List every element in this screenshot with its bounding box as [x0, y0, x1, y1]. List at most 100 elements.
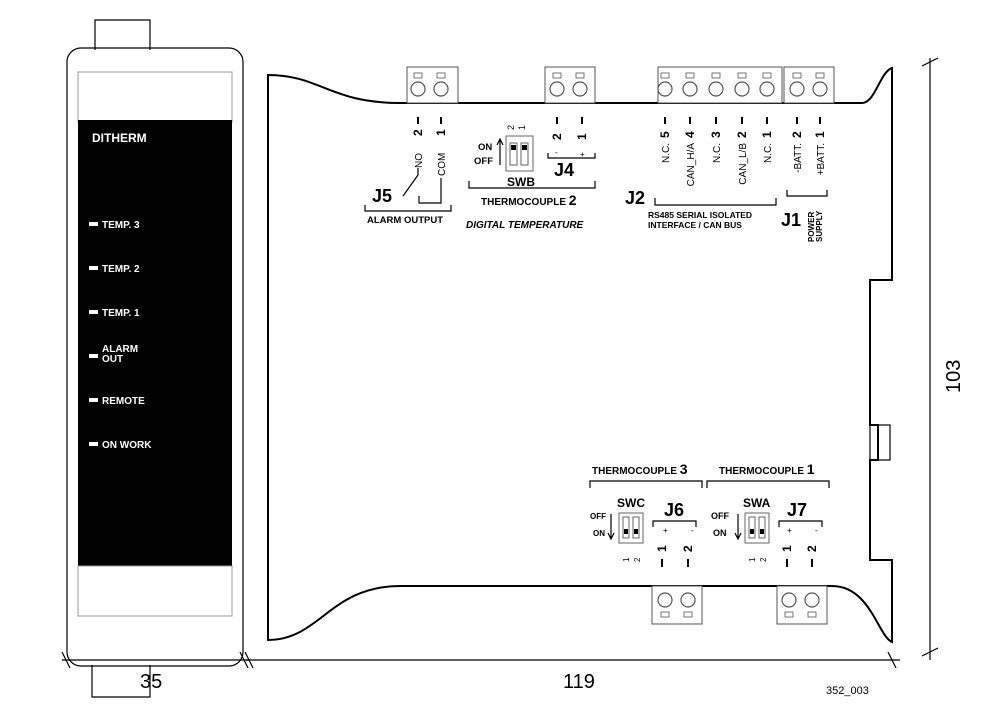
swc-id: SWC [617, 496, 645, 510]
j4-pin2-polarity: - [555, 148, 558, 157]
j2-pin-label: CAN_L/B [738, 143, 749, 185]
swc-pos-2: 2 [633, 557, 642, 562]
j2-pin-label: N.C. [712, 143, 723, 163]
swb-on-label: ON [478, 142, 492, 153]
connector-block-j7 [776, 585, 828, 625]
thermocouple3-label: THERMOCOUPLE 3 [592, 461, 688, 477]
j6-pin1-number: 1 [655, 545, 669, 552]
j6-pin2-number: 2 [681, 545, 695, 552]
led-temp2-icon [89, 266, 98, 270]
j1-caption-line1: POWER [807, 212, 816, 242]
j7-pin2-polarity: - [815, 526, 818, 535]
front-label-panel [78, 120, 232, 566]
j5-alarm-output: 2 1 NO COM J5 ALARM OUTPUT [364, 117, 452, 226]
digital-temperature-label: DIGITAL TEMPERATURE [466, 220, 584, 231]
swb-toggle-2[interactable] [511, 145, 516, 150]
swb-toggle-1[interactable] [522, 145, 527, 150]
j4-id: J4 [554, 160, 574, 180]
j7-pin1-polarity: + [787, 526, 792, 535]
figure-code: 352_003 [826, 685, 869, 697]
arrow-down-icon [607, 514, 615, 541]
led-label-temp2: TEMP. 2 [102, 264, 140, 275]
front-panel-housing [66, 47, 244, 667]
j5-id: J5 [372, 186, 392, 206]
swc-on-label: ON [593, 529, 605, 538]
dimension-width-front: 35 [140, 671, 162, 693]
led-label-onwork: ON WORK [102, 440, 152, 451]
j5-pin2-number: 2 [411, 129, 425, 136]
j4-thermocouple2: 2 1 - + J4 THERMOCOUPLE 2 DIGITAL TEMPER… [466, 117, 596, 231]
j1-caption-line2: SUPPLY [815, 210, 824, 242]
j6-id: J6 [664, 500, 684, 520]
led-label-alarm-line1: ALARM [102, 344, 138, 355]
j2-pin-number: 4 [683, 131, 697, 138]
connector-block-j2 [657, 66, 783, 104]
swa-pos-2: 2 [759, 557, 768, 562]
j4-pin2-number: 2 [550, 133, 564, 140]
swc-toggle-1[interactable] [624, 529, 628, 534]
j6-pin2-polarity: - [691, 526, 694, 535]
led-temp3-icon [89, 222, 98, 226]
led-label-remote: REMOTE [102, 396, 145, 407]
led-alarm-icon [89, 354, 98, 358]
bottom-window [77, 565, 233, 617]
swa-pos-1: 1 [748, 557, 757, 562]
j2-pin-number: 2 [735, 131, 749, 138]
swa-off-label: OFF [711, 511, 729, 521]
j2-caption-line1: RS485 SERIAL ISOLATED [648, 210, 752, 220]
led-onwork-icon [89, 442, 98, 446]
j1-pin-label: +BATT. [816, 143, 827, 175]
j1-id: J1 [781, 210, 801, 230]
j7-pin1-number: 1 [780, 545, 794, 552]
thermocouple1-label: THERMOCOUPLE 1 [719, 461, 815, 477]
relay-contact-icon [402, 168, 419, 197]
swc-off-label: OFF [590, 512, 606, 521]
dimension-lines: 35 119 103 352_003 [61, 57, 965, 697]
led-label-temp3: TEMP. 3 [102, 220, 140, 231]
module-body-outline [267, 66, 893, 644]
bottom-clip [91, 665, 151, 698]
led-label-alarm-line2: OUT [102, 354, 123, 365]
connector-block-j5 [406, 66, 459, 104]
connector-block-j4 [544, 66, 596, 104]
j7-pin2-number: 2 [805, 545, 819, 552]
dimension-width-side: 119 [563, 671, 595, 693]
thermocouple2-label: THERMOCOUPLE 2 [481, 192, 577, 208]
connector-block-j6 [651, 585, 703, 625]
thermocouple3-group: THERMOCOUPLE 3 SWC OFF ON 1 2 J6 + - 1 2 [589, 461, 703, 567]
j4-pin1-number: 1 [575, 133, 589, 140]
led-label-temp1: TEMP. 1 [102, 308, 140, 319]
j2-pin-label: N.C. [763, 143, 774, 163]
swc-toggle-2[interactable] [634, 529, 638, 534]
swb-dip-switch: 2 1 ON OFF SWB [474, 125, 535, 189]
swa-toggle-2[interactable] [760, 529, 764, 534]
swb-off-label: OFF [474, 156, 493, 167]
j1-power-supply: 2-BATT.1+BATT. [790, 117, 827, 175]
side-view: 2 1 NO COM J5 ALARM OUTPUT 2 1 ON OFF SW… [267, 66, 893, 644]
j7-id: J7 [787, 500, 807, 520]
swc-pos-1: 1 [622, 557, 631, 562]
arrow-down-icon [734, 514, 742, 541]
j1-pin-number: 1 [813, 131, 827, 138]
j2-pin-number: 3 [709, 131, 723, 138]
top-window [77, 71, 233, 123]
j5-pin1-number: 1 [434, 129, 448, 136]
j2-pin-number: 1 [760, 131, 774, 138]
j2-pin-number: 5 [658, 131, 672, 138]
j2-pin-label: N.C. [661, 143, 672, 163]
j4-pin1-polarity: + [580, 150, 585, 159]
j2-pin-label: CAN_H/A [686, 143, 697, 187]
j6-pin1-polarity: + [663, 526, 668, 535]
swb-pos-2: 2 [506, 125, 516, 130]
swa-toggle-1[interactable] [750, 529, 754, 534]
top-clip [94, 19, 151, 50]
front-panel: DITHERM TEMP. 3 TEMP. 2 TEMP. 1 ALARM OU… [66, 19, 244, 698]
j5-pin2-label: NO [414, 153, 425, 168]
j2-id: J2 [625, 188, 645, 208]
led-temp1-icon [89, 310, 98, 314]
connector-block-j1 [783, 66, 835, 104]
swb-pos-1: 1 [517, 125, 527, 130]
thermocouple1-group: THERMOCOUPLE 1 SWA OFF ON 1 2 J7 + - 1 2 [706, 461, 830, 567]
